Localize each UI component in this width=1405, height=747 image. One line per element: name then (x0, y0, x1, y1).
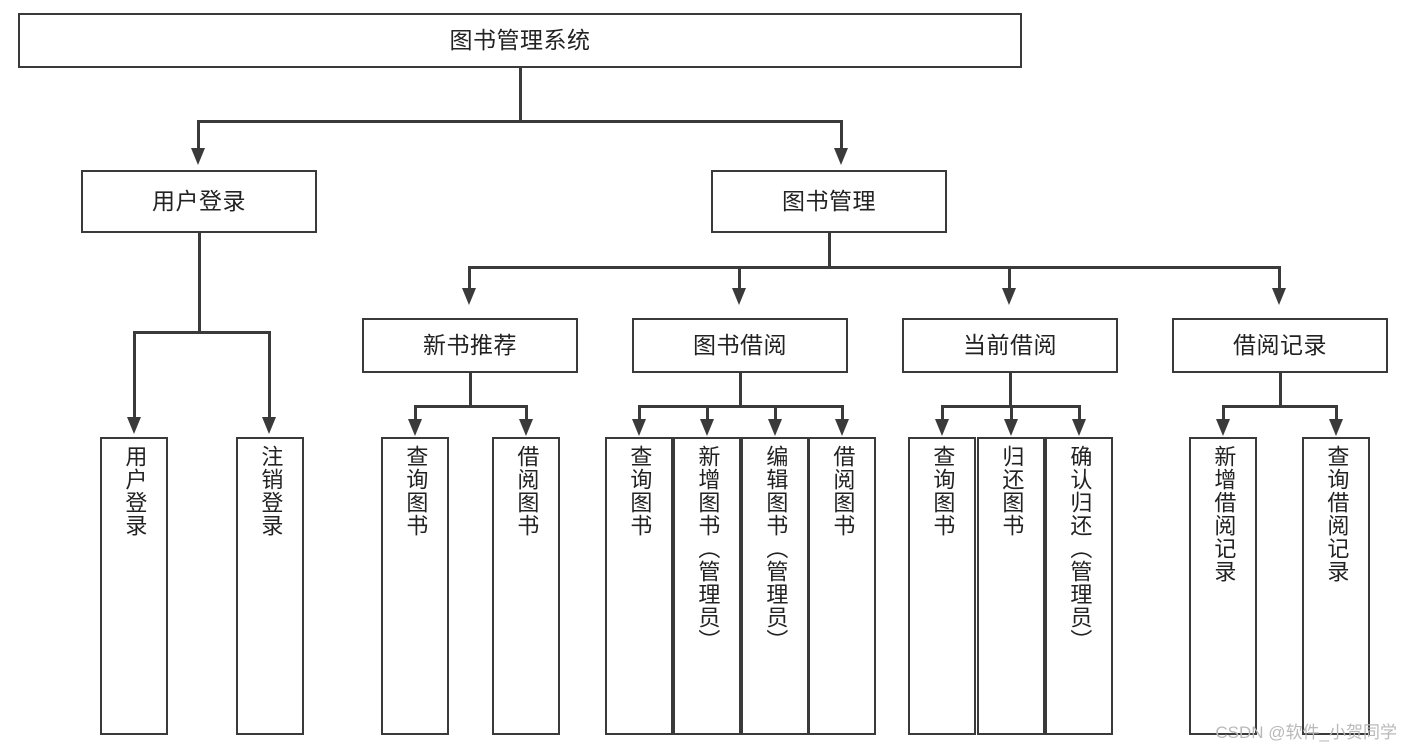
connector-user-login-to-leaf-1 (133, 331, 136, 419)
arrow-new-book-to-leaf-1 (408, 419, 422, 436)
node-label: 归还图书 (999, 445, 1025, 537)
arrow-bm-to-book-borrow (732, 288, 746, 305)
node-label: 借阅记录 (1233, 331, 1327, 358)
node-label: 查询图书 (930, 445, 956, 537)
connector-user-login-bar (133, 331, 270, 334)
leaf-book-borrow-query-books[interactable]: 查询图书 (605, 437, 673, 735)
node-book-borrow[interactable]: 图书借阅 (632, 318, 848, 373)
node-label: 借阅图书 (514, 445, 540, 537)
leaf-user-login-login[interactable]: 用户登录 (100, 437, 168, 735)
connector-borrow-record-to-leaf-1 (1222, 405, 1225, 421)
arrow-borrow-record-to-leaf-2 (1329, 419, 1343, 436)
connector-book-management-stem (828, 233, 831, 268)
arrow-user-login-to-leaf-1 (127, 417, 141, 434)
arrow-new-book-to-leaf-2 (519, 419, 533, 436)
leaf-current-borrow-query-books[interactable]: 查询图书 (908, 437, 976, 735)
node-label: 借阅图书 (830, 445, 856, 537)
arrow-user-login-to-leaf-2 (262, 417, 276, 434)
connector-borrow-record-bar (1222, 405, 1337, 408)
node-label: 注销登录 (258, 445, 284, 537)
connector-bm-to-current-borrow (1008, 266, 1011, 290)
node-label: 确认归还（管理员） (1067, 445, 1093, 652)
arrow-current-borrow-to-leaf-3 (1072, 419, 1086, 436)
leaf-new-book-query-books[interactable]: 查询图书 (381, 437, 449, 735)
connector-bm-to-new-book (468, 266, 471, 290)
arrow-book-borrow-to-leaf-2 (700, 419, 714, 436)
leaf-current-borrow-confirm-return-admin[interactable]: 确认归还（管理员） (1045, 437, 1113, 735)
connector-bm-to-borrow-record (1278, 266, 1281, 290)
leaf-current-borrow-return-books[interactable]: 归还图书 (977, 437, 1045, 735)
connector-current-borrow-stem (1009, 373, 1012, 407)
node-label: 查询图书 (403, 445, 429, 537)
arrow-bm-to-current-borrow (1002, 288, 1016, 305)
connector-new-book-stem (469, 373, 472, 407)
connector-book-borrow-to-leaf-2 (706, 405, 709, 421)
connector-borrow-record-to-leaf-2 (1335, 405, 1338, 421)
arrow-bm-to-borrow-record (1272, 288, 1286, 305)
connector-current-borrow-to-leaf-1 (941, 405, 944, 421)
connector-borrow-record-stem (1279, 373, 1282, 407)
node-label: 用户登录 (122, 445, 148, 537)
arrow-borrow-record-to-leaf-1 (1216, 419, 1230, 436)
connector-bm-to-book-borrow (738, 266, 741, 290)
node-label: 图书管理系统 (449, 26, 591, 53)
node-current-borrow[interactable]: 当前借阅 (902, 318, 1118, 373)
connector-current-borrow-to-leaf-3 (1078, 405, 1081, 421)
leaf-book-borrow-borrow-books[interactable]: 借阅图书 (808, 437, 876, 735)
leaf-borrow-record-add-record[interactable]: 新增借阅记录 (1189, 437, 1257, 735)
node-label: 编辑图书（管理员） (763, 445, 789, 652)
node-book-management[interactable]: 图书管理 (711, 170, 947, 233)
leaf-book-borrow-edit-book-admin[interactable]: 编辑图书（管理员） (741, 437, 809, 735)
arrow-current-borrow-to-leaf-1 (935, 419, 949, 436)
node-label: 当前借阅 (963, 331, 1057, 358)
arrow-book-borrow-to-leaf-3 (768, 419, 782, 436)
node-new-book-recommendation[interactable]: 新书推荐 (362, 318, 578, 373)
arrow-bm-to-new-book (462, 288, 476, 305)
connector-book-borrow-bar (638, 405, 843, 408)
arrow-current-borrow-to-leaf-2 (1004, 419, 1018, 436)
node-label: 新增图书（管理员） (695, 445, 721, 652)
arrow-root-to-book-management (834, 148, 848, 165)
connector-root-bar (197, 120, 843, 123)
connector-root-to-book-management (840, 120, 843, 150)
connector-root-to-user-login (197, 120, 200, 150)
connector-new-book-bar (414, 405, 527, 408)
connector-user-login-stem (198, 233, 201, 333)
node-label: 新书推荐 (423, 331, 517, 358)
node-label: 图书管理 (782, 187, 876, 214)
arrow-book-borrow-to-leaf-4 (835, 419, 849, 436)
connector-book-borrow-to-leaf-1 (638, 405, 641, 421)
arrow-root-to-user-login (191, 148, 205, 165)
connector-book-management-bar (468, 266, 1280, 269)
connector-new-book-to-leaf-2 (525, 405, 528, 421)
leaf-new-book-borrow-books[interactable]: 借阅图书 (492, 437, 560, 735)
connector-new-book-to-leaf-1 (414, 405, 417, 421)
arrow-book-borrow-to-leaf-1 (632, 419, 646, 436)
node-root-book-management-system[interactable]: 图书管理系统 (18, 13, 1022, 68)
connector-book-borrow-to-leaf-3 (774, 405, 777, 421)
leaf-borrow-record-query-record[interactable]: 查询借阅记录 (1302, 437, 1370, 735)
connector-book-borrow-to-leaf-4 (841, 405, 844, 421)
node-label: 图书借阅 (693, 331, 787, 358)
connector-book-borrow-stem (739, 373, 742, 407)
connector-root-stem (519, 68, 522, 122)
node-label: 查询借阅记录 (1324, 445, 1350, 583)
node-label: 用户登录 (152, 187, 246, 214)
node-label: 查询图书 (627, 445, 653, 537)
leaf-user-login-logout[interactable]: 注销登录 (236, 437, 304, 735)
connector-user-login-to-leaf-2 (268, 331, 271, 419)
node-borrow-record[interactable]: 借阅记录 (1172, 318, 1388, 373)
node-label: 新增借阅记录 (1211, 445, 1237, 583)
node-user-login[interactable]: 用户登录 (81, 170, 317, 233)
leaf-book-borrow-add-book-admin[interactable]: 新增图书（管理员） (673, 437, 741, 735)
connector-current-borrow-to-leaf-2 (1010, 405, 1013, 421)
